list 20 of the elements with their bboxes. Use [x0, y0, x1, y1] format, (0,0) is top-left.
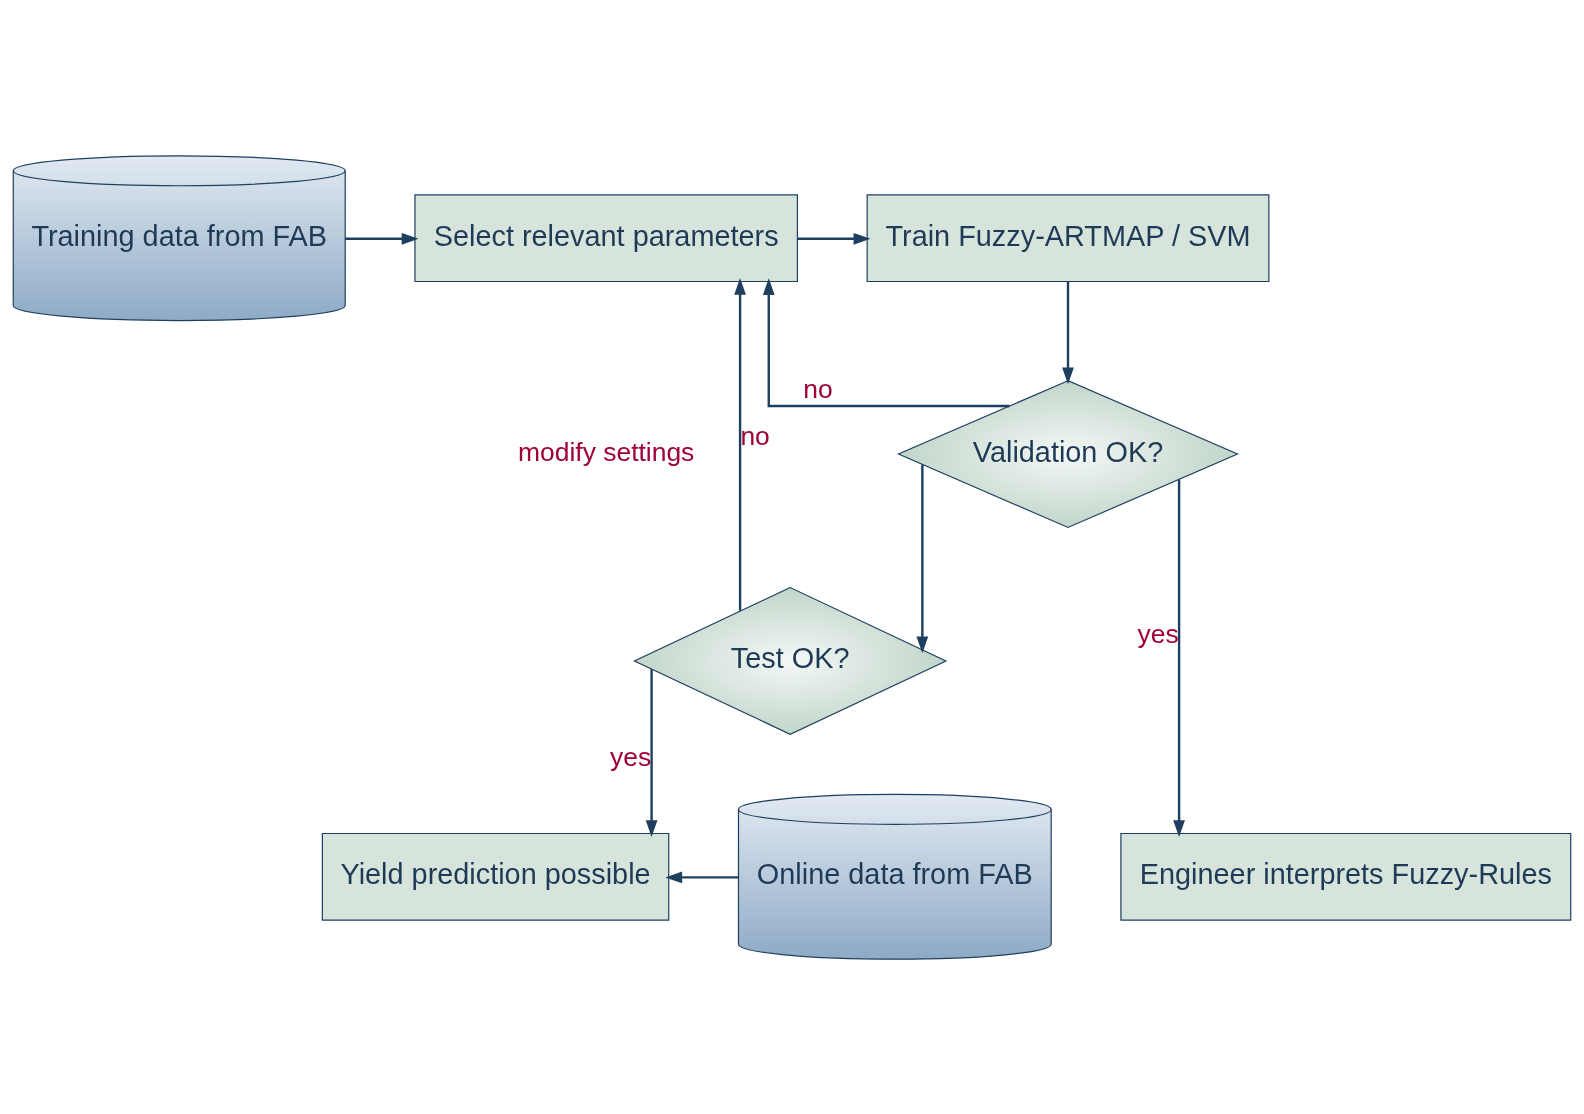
edge-label: no [740, 420, 770, 450]
arrow [665, 871, 739, 883]
arrow [345, 232, 419, 245]
arrow [734, 277, 746, 611]
arrow [1173, 479, 1185, 837]
edge-label: yes [1137, 618, 1179, 649]
arrow [916, 464, 929, 653]
node-box: Select relevant parameters [414, 193, 798, 282]
edge-label: yes [609, 741, 652, 772]
node-box: Engineer interprets Fuzzy-Rules [1120, 832, 1572, 921]
node-diamond: Test OK? [633, 586, 948, 735]
arrow [645, 668, 658, 837]
node-box: Train Fuzzy-ARTMAP / SVM [866, 193, 1270, 282]
arrow [797, 232, 871, 245]
node-diamond: Validation OK? [897, 379, 1239, 528]
edge-label: no [803, 373, 833, 404]
arrow [1062, 281, 1074, 384]
arrow [762, 277, 1010, 407]
node-box: Yield prediction possible [321, 832, 670, 921]
label: modify settings [518, 436, 695, 467]
